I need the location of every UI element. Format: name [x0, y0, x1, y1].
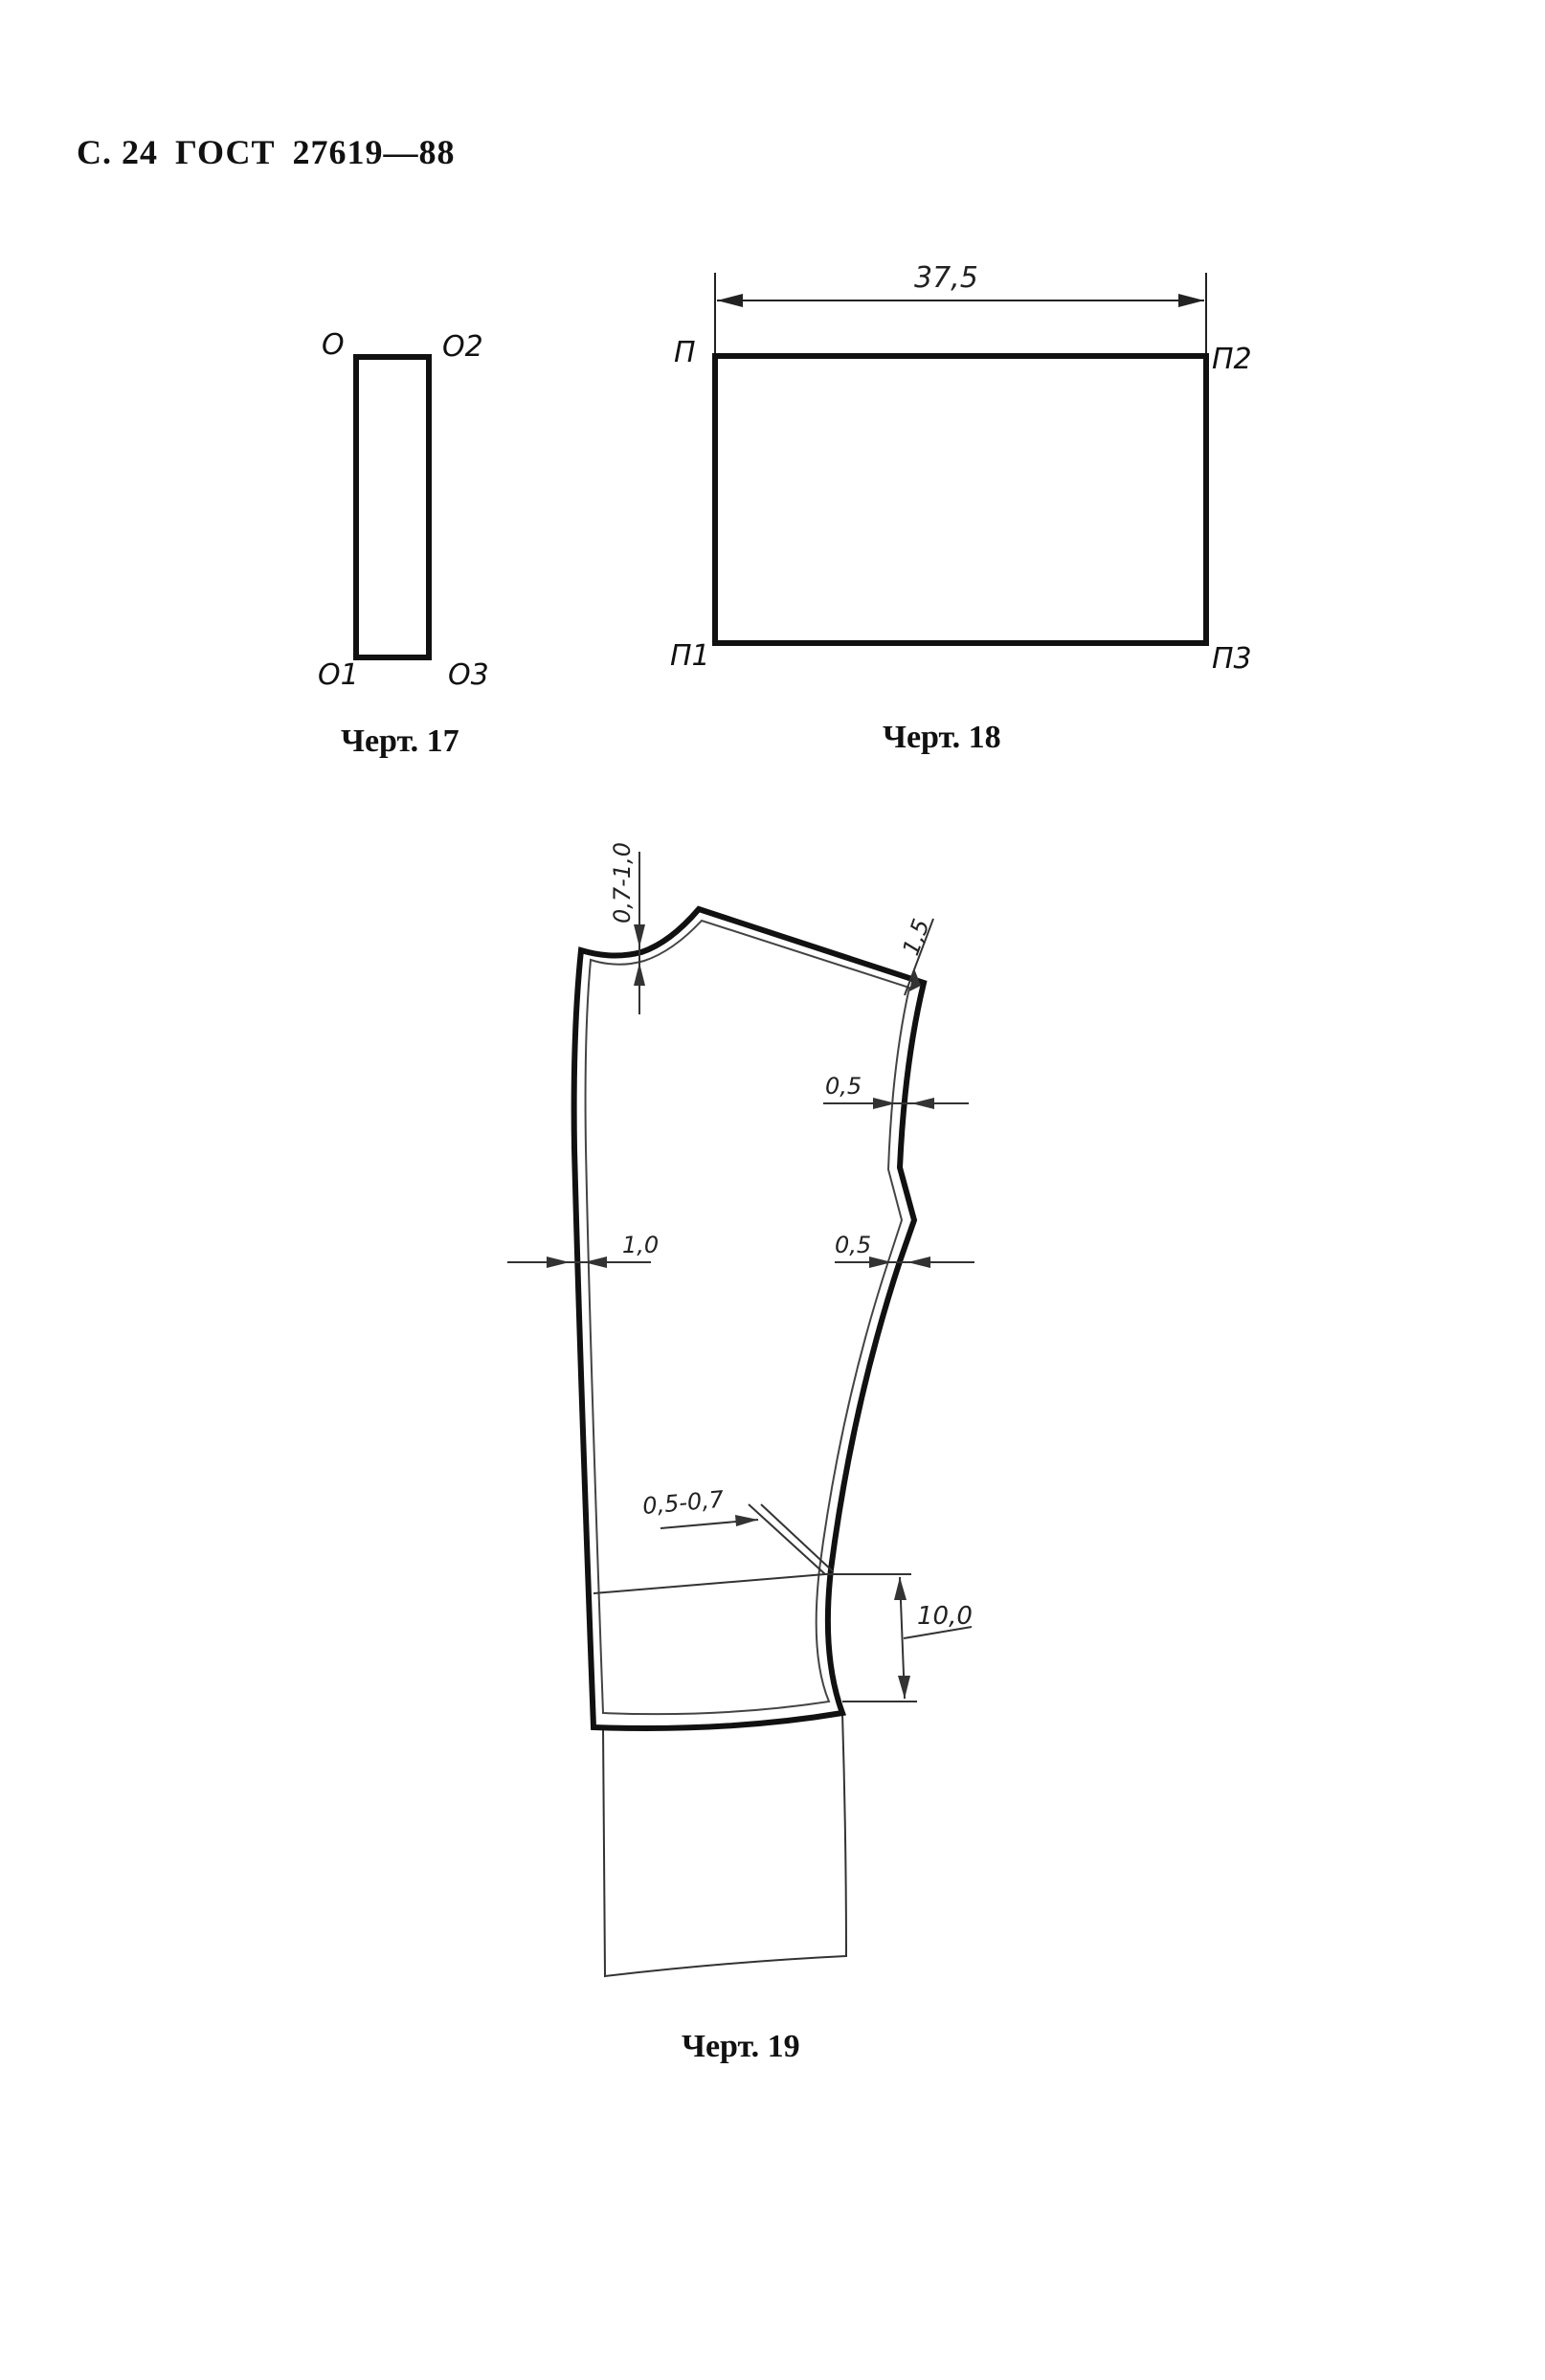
front-dim-arrow-left — [547, 1257, 570, 1268]
neck-dim-arrow-bottom — [634, 963, 645, 986]
drawing-17-label-top-left: О — [322, 328, 345, 362]
drawing-18-rectangle — [712, 353, 1209, 646]
drawing-19-inner-outline — [584, 919, 911, 1716]
drawing-19-hem-line — [593, 1573, 826, 1594]
drawing-17-label-bottom-right: О3 — [448, 658, 489, 692]
drawing-18-dimension: 37,5 — [914, 261, 978, 295]
drawing-19-hem-offset: 0,5-0,7 — [641, 1486, 726, 1520]
drawing-18: 37,5 П П2 П1 П3 — [670, 261, 1252, 676]
drawing-17-label-bottom-left: О1 — [318, 658, 359, 692]
neck-dim-arrow-top — [634, 924, 645, 947]
drawing-17-rectangle — [353, 354, 432, 660]
page-number: С. 24 — [77, 133, 158, 171]
armhole-dim-arrow-left — [873, 1098, 896, 1109]
hem-offset-dim-arrow — [735, 1515, 758, 1526]
drawing-19-hem-height: 10,0 — [917, 1602, 973, 1631]
drawing-19-caption: Черт. 19 — [682, 2029, 800, 2064]
drawing-18-arrow-right — [1178, 294, 1204, 307]
standard-name: ГОСТ — [175, 133, 276, 171]
standard-number: 27619—88 — [292, 133, 456, 171]
hem-offset-guide-2 — [760, 1503, 834, 1572]
drawing-18-label-top-left: П — [674, 336, 696, 369]
drawing-19-outer-outline — [571, 905, 928, 1731]
drawing-19-side-dim: 0,5 — [835, 1232, 871, 1258]
drawing-19-armhole-dim: 0,5 — [825, 1073, 862, 1100]
drawing-17-label-top-right: О2 — [442, 330, 483, 364]
drawing-18-caption: Черт. 18 — [883, 720, 1001, 755]
drawing-19-lower-extension — [602, 1712, 848, 1978]
hem-dim-arrow-top — [894, 1577, 907, 1600]
side-dim-arrow-right — [907, 1257, 930, 1268]
drawing-19: 10,0 0,7-1,0 1,5 0,5 0,5 1,0 0,5-0,7 — [507, 842, 974, 1978]
drawing-18-label-bottom-right: П3 — [1212, 642, 1252, 676]
drawing-18-arrow-left — [717, 294, 743, 307]
side-dim-arrow-left — [869, 1257, 892, 1268]
drawing-17: О О2 О1 О3 — [318, 328, 489, 692]
drawing-19-front-dim: 1,0 — [622, 1232, 659, 1258]
hem-dim-leader — [903, 1626, 973, 1639]
hem-dim-arrow-bottom — [898, 1676, 910, 1699]
front-dim-arrow-right — [584, 1257, 607, 1268]
drawing-19-neck-dim: 0,7-1,0 — [609, 842, 636, 923]
drawing-18-label-bottom-left: П1 — [670, 639, 710, 673]
shoulder-dim-line — [904, 918, 934, 996]
hem-offset-guide-1 — [748, 1503, 826, 1575]
drawing-19-shoulder-dim: 1,5 — [897, 916, 934, 959]
armhole-dim-arrow-right — [911, 1098, 934, 1109]
drawing-17-caption: Черт. 17 — [341, 723, 459, 759]
page-header: С. 24 ГОСТ 27619—88 — [77, 132, 472, 172]
drawing-18-label-top-right: П2 — [1212, 343, 1252, 376]
shoulder-dim-arrow — [909, 968, 921, 991]
